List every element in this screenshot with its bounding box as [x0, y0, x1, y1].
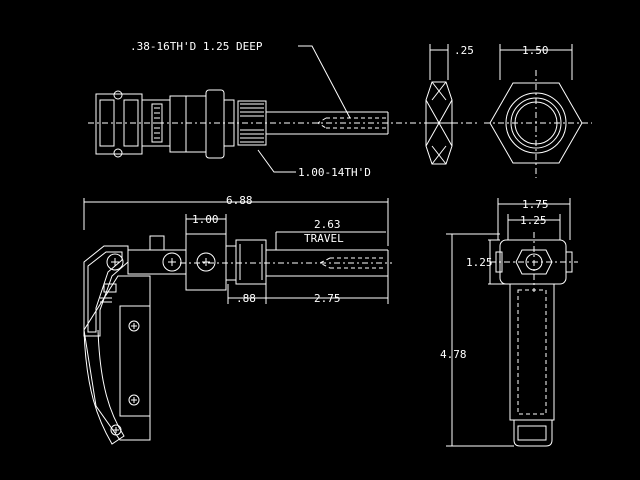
side-view: 1.75 1.25 1.25 4.78 — [440, 198, 578, 447]
hex-outline — [489, 82, 583, 164]
top-base-block — [169, 95, 207, 153]
link-pivot-pin — [162, 252, 182, 272]
base-pivot-cross — [202, 258, 210, 266]
handle-pivot-cross — [111, 258, 119, 266]
dim-1-25-side-label: 1.25 — [466, 256, 493, 269]
top-threaded-body — [237, 100, 267, 146]
dim-0-25-label: .25 — [454, 44, 474, 57]
dim-2-75-label: 2.75 — [314, 292, 341, 305]
tap-note-leader — [298, 45, 351, 119]
front-mount-plate — [119, 305, 151, 417]
front-mount-curve — [83, 329, 125, 445]
top-pin-upper — [113, 90, 123, 100]
hex-bore-inner — [514, 101, 558, 145]
top-logo-lettering — [154, 107, 160, 139]
dim-4-78-label: 4.78 — [440, 348, 467, 361]
front-threaded-body — [235, 239, 267, 285]
washer-edge-view: .25 — [425, 44, 474, 165]
tap-note-label: .38-16TH'D 1.25 DEEP — [130, 40, 263, 53]
base-pivot-pin — [196, 252, 216, 272]
top-clevis-body — [95, 93, 143, 155]
hex-nut-end-view: 1.50 — [484, 44, 592, 178]
front-thread-edges — [239, 244, 263, 280]
thread-note-label: 1.00-14TH'D — [298, 166, 371, 179]
washer-edge-facets — [425, 81, 453, 165]
front-link-arm — [127, 249, 187, 275]
side-arm-foot — [513, 420, 553, 447]
top-thread-lines — [240, 103, 264, 143]
top-pin-lower — [113, 148, 123, 158]
handle-pivot-pin — [106, 253, 124, 271]
dim-1-00-label: 1.00 — [192, 213, 219, 226]
front-link-stop — [149, 235, 165, 251]
side-arm-hidden — [517, 289, 547, 415]
side-arm — [509, 283, 555, 421]
front-mount-bracket — [83, 275, 151, 441]
dim-1-75-label: 1.75 — [522, 198, 549, 211]
top-tapped-hole — [317, 117, 386, 129]
hex-chamfer-circle — [505, 92, 567, 154]
front-handle-lever-inner — [87, 251, 123, 333]
dim-0-88-label: .88 — [236, 292, 256, 305]
mount-hole-upper — [128, 320, 140, 332]
mount-hole-lower — [128, 394, 140, 406]
top-view: .38-16TH'D 1.25 DEEP 1.00-14TH'D — [88, 40, 478, 179]
dim-1-50-label: 1.50 — [522, 44, 549, 57]
top-nut-left — [223, 99, 235, 147]
top-clevis-jaw-right — [123, 99, 139, 147]
thread-note-leader — [257, 149, 296, 173]
front-handle-lever — [83, 245, 129, 337]
dim-travel-word-label: TRAVEL — [304, 232, 344, 245]
dim-6-88-label: 6.88 — [226, 194, 253, 207]
hex-bore-outer — [510, 97, 562, 149]
top-clevis-jaw-left — [99, 99, 115, 147]
top-logo-plate — [151, 103, 163, 143]
side-foot-pad — [517, 425, 547, 441]
dim-travel-value-label: 2.63 — [314, 218, 341, 231]
side-hex — [515, 249, 553, 275]
mount-hole-foot — [110, 424, 122, 436]
top-base-flange — [205, 89, 225, 159]
front-view: 6.88 1.00 2.63 TRAVEL — [83, 194, 392, 445]
dim-1-25-top-label: 1.25 — [520, 214, 547, 227]
link-pivot-cross — [168, 258, 176, 266]
mount-hole-crosses — [113, 323, 137, 433]
front-tapped-hole — [318, 257, 386, 269]
